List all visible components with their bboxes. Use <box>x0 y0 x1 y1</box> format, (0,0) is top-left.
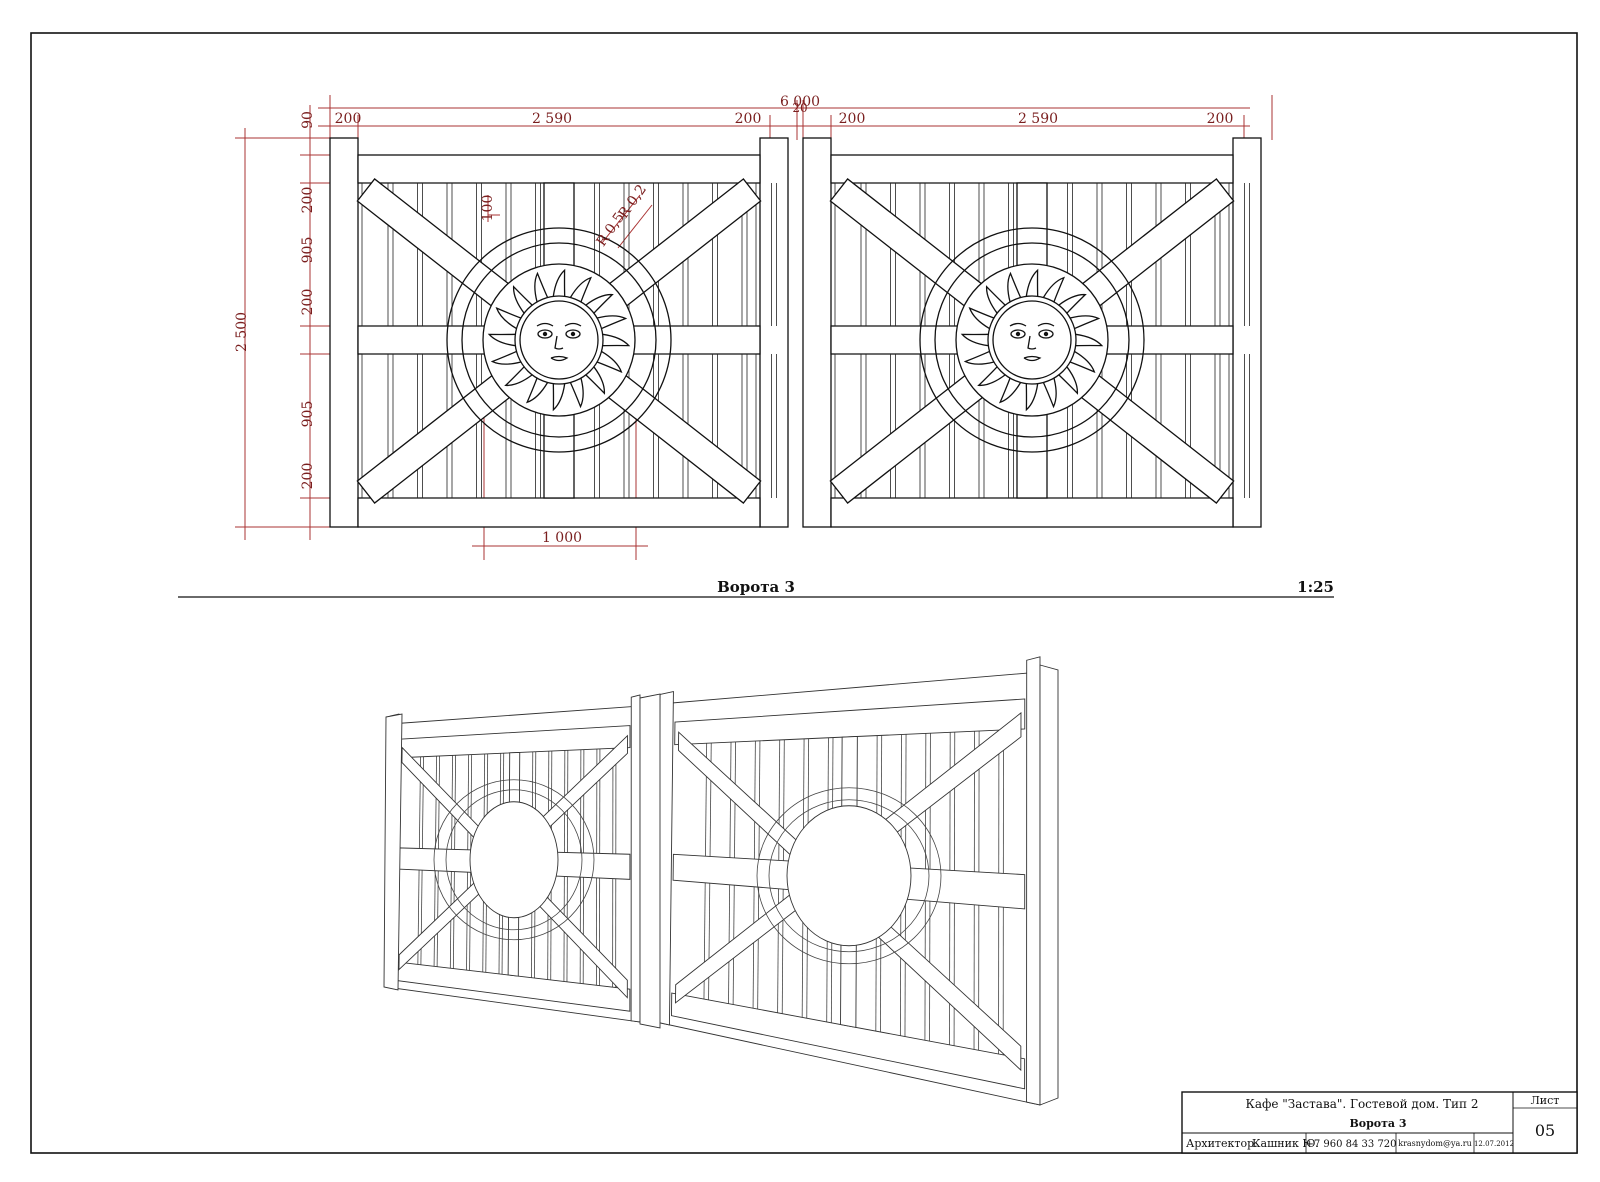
dim-rail-top: 200 <box>300 187 316 214</box>
dim-post-left-1: 200 <box>335 111 362 127</box>
tb-email: krasnydom@ya.ru <box>1398 1139 1472 1148</box>
dim-post-right-1: 200 <box>735 111 762 127</box>
view-scale: 1:25 <box>1297 578 1334 596</box>
dim-gap: 20 <box>792 101 807 115</box>
dim-field-lower: 905 <box>300 401 316 428</box>
dim-disk-width: 1 000 <box>542 530 582 546</box>
tb-project: Кафе "Застава". Гостевой дом. Тип 2 <box>1246 1097 1479 1111</box>
dim-radius-outer: R 0,2 <box>615 182 649 222</box>
title-block: Кафе "Застава". Гостевой дом. Тип 2 Воро… <box>1181 1091 1578 1154</box>
view-title: Ворота 3 <box>717 578 795 596</box>
front-elevation: 6 000 20 200 2 590 200 200 2 590 200 90 … <box>234 94 1273 560</box>
sheet-frame <box>30 32 1578 1154</box>
dim-bar-width: 100 <box>480 195 496 222</box>
tb-sheet-title: Ворота 3 <box>1349 1117 1406 1130</box>
tb-sheet-number: 05 <box>1535 1121 1555 1140</box>
isometric-view <box>383 656 1059 1106</box>
dim-rail-mid: 200 <box>300 289 316 316</box>
tb-role-label: Архитектор: <box>1186 1137 1258 1150</box>
dim-overall-height: 2 500 <box>234 312 250 352</box>
tb-date: 12.07.2012 <box>1474 1140 1514 1148</box>
tb-sheet-label: Лист <box>1531 1094 1560 1107</box>
dim-top-offset: 90 <box>300 111 316 129</box>
dim-field-upper: 905 <box>300 237 316 264</box>
dim-post-left-2: 200 <box>839 111 866 127</box>
tb-architect: Кашник Ю. <box>1252 1137 1319 1150</box>
tb-phone: +7 960 84 33 720 <box>1305 1139 1396 1150</box>
dim-post-right-2: 200 <box>1207 111 1234 127</box>
dim-rail-bottom: 200 <box>300 463 316 490</box>
gate-leaf-right <box>802 137 1262 528</box>
dim-overall-width: 6 000 <box>780 94 820 110</box>
gate-leaf-left <box>329 137 789 528</box>
dim-panel-width-1: 2 590 <box>532 111 572 127</box>
dim-panel-width-2: 2 590 <box>1018 111 1058 127</box>
